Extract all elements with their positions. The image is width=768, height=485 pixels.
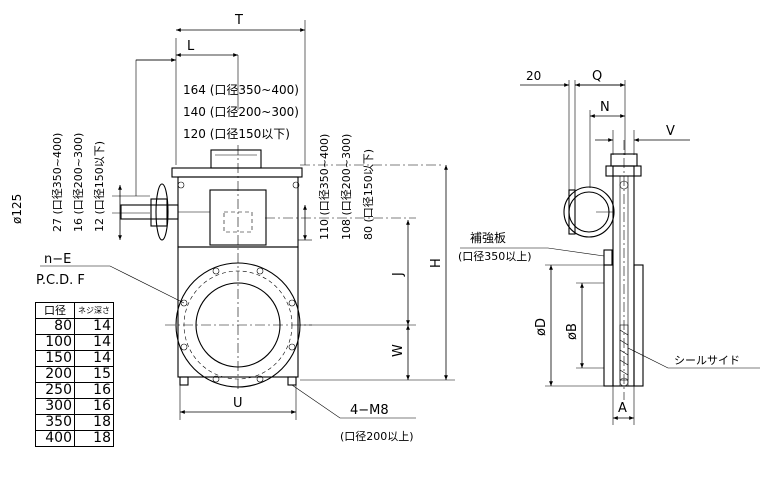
right-note-1: 110 (口径350~400) (318, 134, 331, 240)
dim-phi125: ø125 (10, 194, 24, 224)
height-note-1: 164 (口径350~400) (183, 83, 299, 97)
cell-bore: 150 (35, 350, 75, 367)
side-view (460, 80, 760, 425)
table-header-row: 口径 ネジ深さ (35, 302, 114, 319)
cell-depth: 15 (74, 366, 114, 383)
side-note-3: 12 (口径150以下) (93, 141, 106, 232)
header-thread-depth: ネジ深さ (74, 302, 114, 319)
side-note-2: 16 (口径200~300) (72, 133, 85, 232)
cell-bore: 250 (35, 382, 75, 399)
cell-depth: 18 (74, 430, 114, 447)
cell-depth: 16 (74, 382, 114, 399)
dim-V: V (666, 124, 675, 139)
label-bolt: 4−M8 (350, 403, 389, 418)
right-note-3: 80 (口径150以下) (362, 149, 375, 240)
dim-A: A (618, 401, 627, 416)
side-note-1: 27 (口径350~400) (51, 133, 64, 232)
cell-depth: 16 (74, 398, 114, 415)
cell-depth: 14 (74, 318, 114, 335)
height-note-2: 140 (口径200~300) (183, 105, 299, 119)
dim-W: W (391, 344, 406, 357)
dim-phiD: øD (534, 318, 549, 336)
cell-bore: 100 (35, 334, 75, 351)
dim-J: J (391, 272, 406, 277)
label-reinforce-note: (口径350以上) (458, 250, 532, 263)
dim-Q: Q (592, 69, 602, 84)
label-nE: n−E (44, 252, 71, 267)
dim-N: N (600, 100, 610, 115)
label-pcd: P.C.D. F (36, 273, 85, 288)
label-seal: シールサイド (674, 354, 740, 367)
cell-bore: 300 (35, 398, 75, 415)
dim-L: L (187, 39, 195, 54)
cell-bore: 80 (35, 318, 75, 335)
dim-H: H (429, 258, 444, 268)
dim-U: U (233, 396, 243, 411)
label-reinforce: 補強板 (470, 231, 506, 245)
label-bolt-note: (口径200以上) (340, 430, 414, 443)
dim-T: T (234, 13, 243, 28)
header-bore: 口径 (35, 302, 75, 319)
height-note-3: 120 (口径150以下) (183, 127, 290, 141)
dim-phiB: øB (565, 323, 580, 340)
dim-20: 20 (526, 69, 541, 83)
right-note-2: 108 (口径200~300) (340, 134, 353, 240)
cell-bore: 350 (35, 414, 75, 431)
front-view (40, 20, 455, 420)
cell-depth: 14 (74, 334, 114, 351)
cell-depth: 14 (74, 350, 114, 367)
cell-bore: 200 (35, 366, 75, 383)
cell-depth: 18 (74, 414, 114, 431)
cell-bore: 400 (35, 430, 75, 447)
